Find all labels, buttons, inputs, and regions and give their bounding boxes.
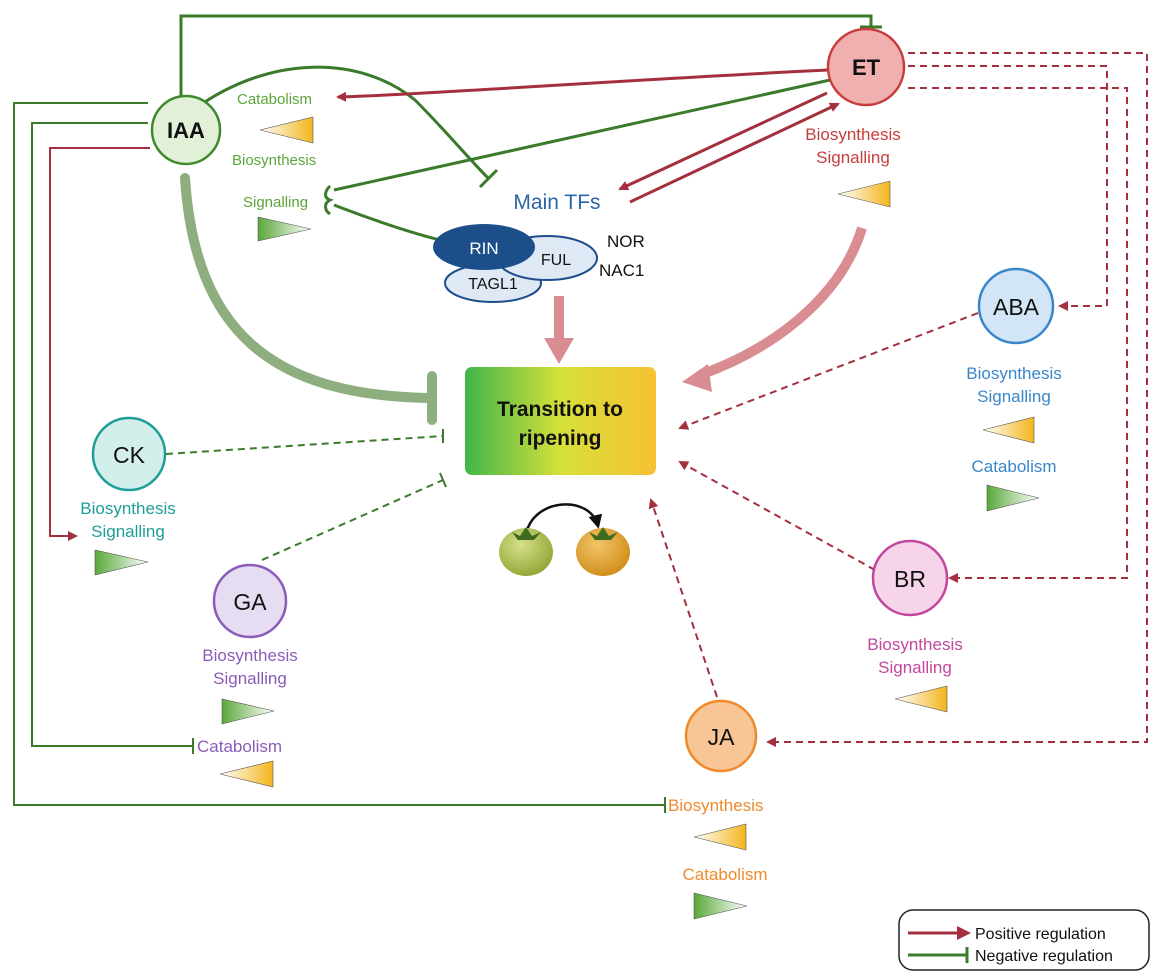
green-tomato-icon [499, 528, 553, 576]
ja-catabolism-label: Catabolism [682, 865, 767, 884]
aba-signalling-gradient-icon [982, 416, 1035, 444]
ck-biosynthesis-label: Biosynthesis [80, 499, 175, 518]
edge-iaa-to-transition-negative [180, 173, 433, 403]
ck-node: CK [91, 416, 167, 492]
edge-ck-to-transition [165, 435, 444, 455]
br-node: BR [871, 539, 949, 617]
ja-label: JA [708, 724, 736, 750]
edge-et-to-tfs [618, 91, 828, 191]
edge-tfs-to-iaa-signalling [333, 203, 441, 242]
ga-label: GA [233, 589, 267, 615]
rin-label: RIN [469, 239, 498, 258]
edge-et-to-iaa-catabolism [336, 68, 829, 102]
edge-iaa-to-ja-biosynthesis [13, 102, 665, 806]
rin-ellipse [433, 224, 535, 270]
edge-tfs-to-et [629, 102, 840, 204]
et-signalling-label: Signalling [816, 148, 890, 167]
edge-et-to-transition [698, 226, 867, 380]
tomato-ripening-illustration [499, 503, 630, 576]
aba-node: ABA [977, 267, 1055, 345]
edge-ga-to-transition [261, 479, 444, 561]
ga-biosynthesis-label: Biosynthesis [202, 646, 297, 665]
et-biosynthesis-label: Biosynthesis [805, 125, 900, 144]
ja-node: JA [684, 699, 758, 773]
ck-signalling-label: Signalling [91, 522, 165, 541]
legend: Positive regulation Negative regulation [898, 909, 1150, 971]
aba-catabolism-label: Catabolism [971, 457, 1056, 476]
ja-catabolism-gradient-icon [693, 892, 748, 920]
legend-negative-label: Negative regulation [975, 948, 1113, 965]
main-tfs-cluster: Main TFs RIN FUL TAGL1 NOR NAC1 [433, 191, 645, 303]
connectors [13, 14, 1148, 813]
transition-box: Transition to ripening [465, 367, 656, 475]
transition-line1: Transition to [497, 398, 623, 421]
edge-aba-to-transition [678, 312, 979, 430]
edge-iaa-to-ck [49, 147, 150, 541]
iaa-catabolism-gradient-icon [259, 116, 314, 144]
edge-iaa-to-tfs-negative [195, 65, 490, 180]
iaa-biosynthesis-label: Biosynthesis [232, 152, 316, 169]
ck-gradient-icon [94, 549, 149, 576]
iaa-catabolism-label: Catabolism [237, 91, 312, 108]
edge-et-to-ja [766, 52, 1148, 747]
edge-et-to-br [908, 87, 1128, 583]
ck-label: CK [113, 442, 146, 468]
ga-catabolism-gradient-icon [219, 760, 274, 788]
ja-biosynthesis-label: Biosynthesis [668, 796, 763, 815]
ga-signalling-gradient-icon [221, 698, 275, 725]
br-gradient-icon [894, 685, 948, 713]
ga-node: GA [212, 563, 288, 639]
edge-ja-to-transition [648, 498, 718, 698]
legend-positive-label: Positive regulation [975, 926, 1106, 943]
ga-catabolism-label: Catabolism [197, 737, 282, 756]
aba-catabolism-gradient-icon [986, 484, 1040, 512]
iaa-signalling-gradient-icon [257, 216, 312, 242]
aba-signalling-label: Signalling [977, 387, 1051, 406]
tagl1-label: TAGL1 [468, 276, 518, 293]
edge-iaa-to-et-negative [179, 14, 873, 105]
edge-et-to-aba [908, 65, 1108, 311]
br-label: BR [894, 566, 926, 592]
edge-br-to-transition [678, 461, 876, 571]
br-biosynthesis-label: Biosynthesis [867, 635, 962, 654]
ga-signalling-label: Signalling [213, 669, 287, 688]
ful-label: FUL [541, 252, 571, 269]
nac1-label: NAC1 [599, 261, 644, 280]
et-node: ET [826, 27, 906, 107]
nor-label: NOR [607, 232, 645, 251]
aba-biosynthesis-label: Biosynthesis [966, 364, 1061, 383]
et-label: ET [852, 55, 881, 80]
iaa-signalling-label: Signalling [243, 194, 308, 211]
orange-tomato-icon [576, 528, 630, 576]
transition-line2: ripening [519, 427, 602, 450]
iaa-node: IAA [150, 94, 222, 166]
edge-iaa-to-ga-catabolism [31, 122, 193, 747]
br-signalling-label: Signalling [878, 658, 952, 677]
edge-et-to-iaa-signalling [333, 78, 831, 192]
aba-label: ABA [993, 294, 1040, 320]
iaa-label: IAA [167, 118, 205, 143]
ja-biosynthesis-gradient-icon [693, 823, 747, 851]
main-tfs-title: Main TFs [513, 191, 600, 214]
et-gradient-icon [837, 180, 891, 208]
